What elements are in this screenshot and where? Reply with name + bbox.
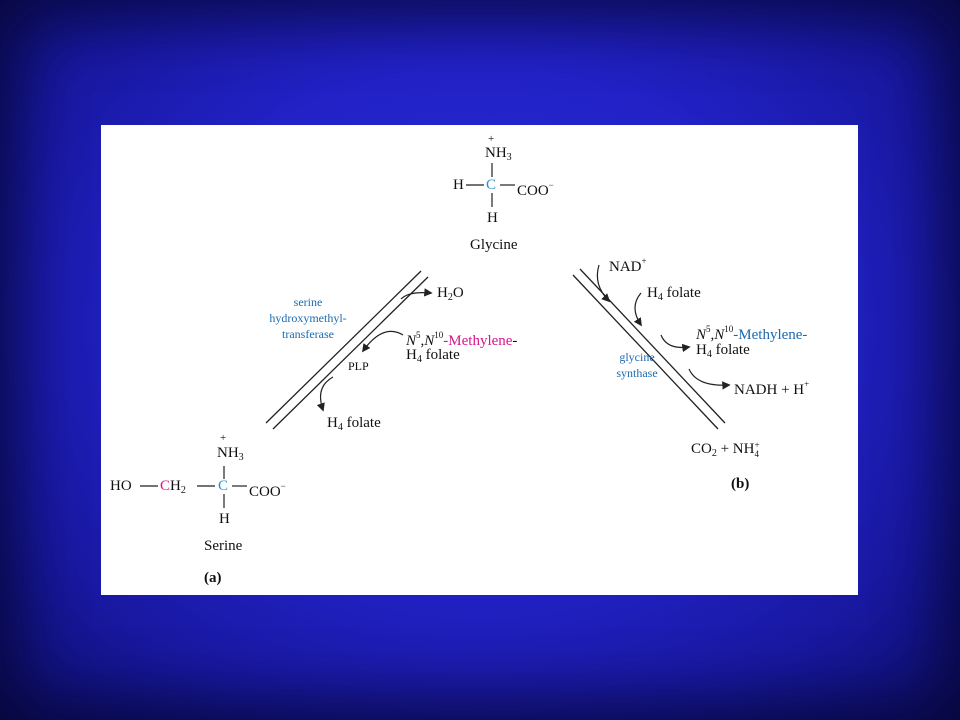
- serine-name: Serine: [204, 538, 243, 554]
- nh4-sup: +: [754, 440, 760, 450]
- serine-h-bottom: H: [219, 511, 230, 527]
- reaction-b-methylene-product: N5,N10-Methylene-: [696, 321, 807, 344]
- methylene-word: -Methylene: [443, 333, 513, 349]
- b-methylene-word: -Methylene-: [733, 327, 808, 343]
- plus-nh-text: + NH: [716, 441, 755, 457]
- reaction-b-enzyme-line2: synthase: [616, 366, 658, 380]
- nadh-text: NADH + H: [734, 382, 805, 398]
- reaction-b-nadh: NADH + H+: [734, 376, 809, 399]
- co2-sub: 2: [711, 448, 717, 459]
- glycine-nh3: NH3: [485, 145, 512, 166]
- reaction-a-enzyme-line3: transferase: [282, 327, 334, 341]
- b-h4-sub: 4: [657, 292, 663, 303]
- reaction-b-enzyme-line1: glycine: [619, 350, 655, 364]
- reaction-b-h4folate: H4 folate: [647, 285, 701, 306]
- b-n10-letter: N: [714, 327, 725, 343]
- reaction-b-co2-nh4: CO2 + NH+4: [691, 441, 760, 462]
- reaction-b-nadh-arrow: [688, 368, 731, 390]
- serine-nh3: NH3: [217, 445, 244, 466]
- h2o-h: H: [437, 285, 448, 301]
- methylene-comma: ,: [420, 333, 425, 349]
- reaction-a-product-h2o: H2O: [437, 285, 464, 306]
- out-h: H: [327, 415, 338, 431]
- glycine-name: Glycine: [470, 237, 518, 253]
- nh4-charge-stack: +4: [754, 441, 759, 459]
- b-h4-folate: folate: [666, 285, 701, 301]
- n10-sup: 10: [434, 330, 444, 340]
- h4-sub: 4: [416, 354, 422, 365]
- serine-beta-carbon: C: [160, 478, 171, 494]
- h2o-o: O: [452, 285, 464, 301]
- reaction-a-product-h4folate: H4 folate: [327, 415, 381, 436]
- co2-text: CO: [691, 441, 712, 457]
- nad-sup: +: [641, 256, 647, 266]
- reaction-b-nad: NAD+: [609, 253, 647, 276]
- b-mh4-sub: 4: [706, 349, 712, 360]
- reaction-a-methylene-h4folate: H4 folate: [406, 347, 460, 368]
- b-n5-sup: 5: [706, 324, 711, 334]
- methylene-dash: -: [512, 333, 518, 349]
- b-h4-h: H: [647, 285, 658, 301]
- serine-carboxylate: COO−: [249, 478, 286, 501]
- b-mh4-folate: folate: [715, 342, 750, 358]
- glycine-nh-text: NH: [485, 145, 507, 161]
- reaction-b-methylene-h4folate: H4 folate: [696, 342, 750, 363]
- serine-coo-charge: −: [280, 481, 286, 491]
- serine-alpha-carbon: C: [218, 478, 229, 494]
- nadh-sup: +: [804, 379, 810, 389]
- h2o-sub: 2: [447, 292, 453, 303]
- reaction-b-arrow-line-1: [572, 274, 719, 430]
- diagram-panel: + NH3 H C COO− H Glycine serine hydroxym…: [101, 125, 858, 595]
- panel-label-b: (b): [731, 476, 750, 492]
- reaction-a-cofactor-plp: PLP: [348, 359, 369, 373]
- glycine-carboxylate: COO−: [517, 177, 554, 200]
- out-sub: 4: [337, 422, 343, 433]
- reaction-graphics: [140, 163, 731, 508]
- out-folate: folate: [346, 415, 381, 431]
- reaction-a-h2o-arrow: [400, 288, 433, 300]
- reaction-a-enzyme-line1: serine: [293, 295, 323, 309]
- reaction-a-methylene-arrow: [362, 330, 404, 353]
- nh4-sub: 4: [754, 449, 759, 459]
- glycine-coo-text: COO: [517, 183, 549, 199]
- reaction-b-h4folate-arrow: [633, 292, 642, 327]
- glycine-h-bottom: H: [487, 210, 498, 226]
- b-n10-sup: 10: [724, 324, 734, 334]
- reaction-b-methylene-arrow: [660, 334, 691, 353]
- serine-coo-text: COO: [249, 484, 281, 500]
- b-methylene-comma: ,: [710, 327, 715, 343]
- glycine-alpha-carbon: C: [486, 177, 497, 193]
- serine-nh-text: NH: [217, 445, 239, 461]
- glycine-h-left: H: [453, 177, 464, 193]
- b-n5-letter: N: [696, 327, 707, 343]
- serine-h2: H: [170, 478, 181, 494]
- glycine-nh-sub: 3: [506, 152, 512, 163]
- panel-label-a: (a): [204, 570, 222, 586]
- serine-charge-plus: +: [220, 432, 227, 444]
- serine-ch2: CH2: [160, 478, 186, 499]
- glycine-coo-charge: −: [548, 180, 554, 190]
- reaction-a-arrow-line-2: [272, 276, 429, 430]
- serine-h2-sub: 2: [180, 485, 186, 496]
- reaction-a-methylene-substrate: N5,N10-Methylene-: [406, 327, 517, 350]
- reaction-a-h4folate-arrow: [316, 376, 334, 412]
- n5-sup: 5: [416, 330, 421, 340]
- reaction-a-arrow-line-1: [265, 270, 422, 424]
- h4-h: H: [406, 347, 417, 363]
- reaction-a-enzyme-line2: hydroxymethyl-: [269, 311, 347, 325]
- serine-ho: HO: [110, 478, 132, 494]
- reaction-b-nad-arrow: [596, 264, 611, 303]
- glycine-charge-plus: +: [488, 133, 495, 145]
- nad-text: NAD: [609, 259, 642, 275]
- serine-nh-sub: 3: [238, 452, 244, 463]
- h4-folate: folate: [425, 347, 460, 363]
- n5-letter: N: [406, 333, 417, 349]
- b-mh4-h: H: [696, 342, 707, 358]
- n10-letter: N: [424, 333, 435, 349]
